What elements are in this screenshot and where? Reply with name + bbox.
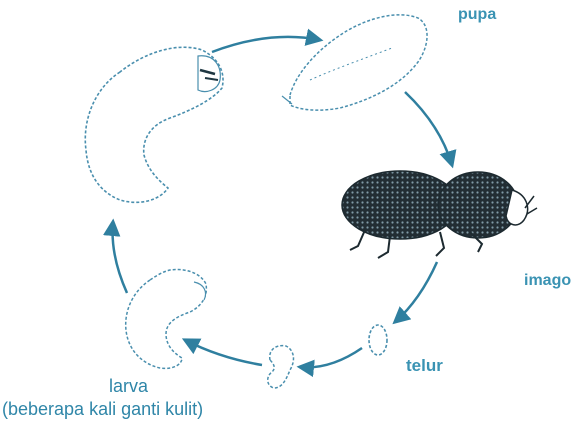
label-larva-note: (beberapa kali ganti kulit) [2,399,203,420]
label-telur: telur [406,356,443,376]
egg-illustration [369,325,387,355]
young-larva-illustration [268,346,294,388]
label-imago: imago [524,272,571,290]
small-larva-illustration [126,270,207,369]
imago-beetle-illustration [342,171,537,258]
large-larva-illustration [85,47,223,202]
arrow-larva-to-pupa [212,37,320,52]
arrow-young-larva-to-large-larva [185,340,262,365]
pupa-illustration [282,15,427,110]
arrow-small-larva-to-large-larva [113,222,127,293]
label-larva: larva [109,376,148,397]
arrow-pupa-to-imago [405,92,452,165]
arrow-imago-to-telur [395,262,437,322]
label-pupa: pupa [458,6,496,24]
arrow-telur-to-young-larva [300,348,362,367]
